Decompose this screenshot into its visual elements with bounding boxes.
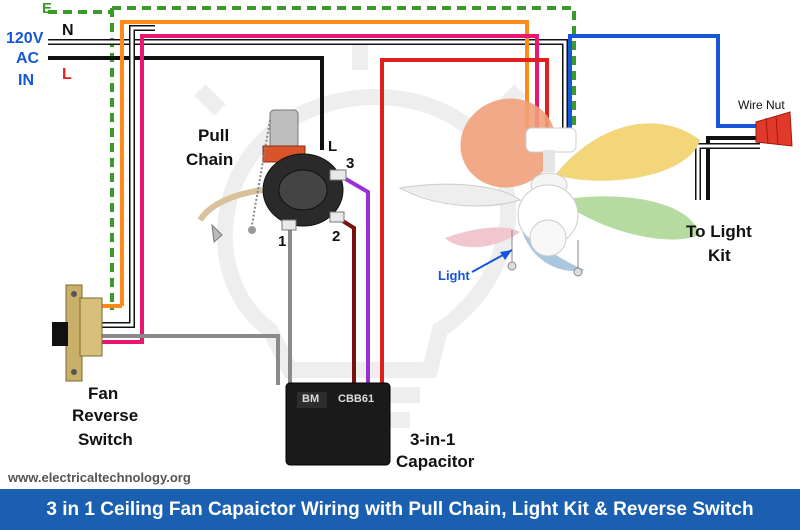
line-wire [48, 56, 324, 150]
earth-wire [48, 6, 576, 310]
capacitor-label-1: 3-in-1 [410, 430, 456, 449]
switch-neutral-wire [100, 26, 155, 327]
blue-wire [568, 34, 758, 128]
pull-chain-title-1: Pull [198, 126, 230, 145]
ceiling-fan [398, 98, 700, 277]
light-label: Light [438, 268, 470, 283]
reverse-switch [52, 284, 103, 382]
pink-wire [100, 34, 539, 344]
orange-wire [120, 20, 529, 306]
neutral-wire [48, 40, 567, 128]
wire-nut-label: Wire Nut [738, 98, 785, 112]
terminal-1-label: 1 [278, 233, 287, 250]
light-kit-label-2: Kit [708, 246, 731, 265]
brown-wire [336, 216, 356, 385]
footer-title: 3 in 1 Ceiling Fan Capaictor Wiring with… [0, 489, 800, 530]
gray-wire-switch [100, 334, 280, 385]
capacitor [285, 382, 391, 466]
terminal-l-label: L [328, 138, 338, 155]
ac-label: AC [16, 50, 40, 67]
earth-label: E [42, 0, 53, 17]
reverse-switch-label-3: Switch [78, 430, 133, 449]
light-kit-label-1: To Light [686, 222, 752, 241]
pull-chain-title-2: Chain [186, 150, 234, 169]
wire-nut [755, 111, 793, 147]
diagram-canvas [48, 6, 793, 466]
capacitor-label-2: Capacitor [396, 452, 475, 471]
light-kit-white-wire [696, 144, 760, 200]
red-wire [380, 58, 549, 385]
reverse-switch-label-1: Fan [88, 384, 119, 403]
capacitor-model: CBB61 [338, 393, 375, 405]
in-label: IN [18, 72, 34, 89]
terminal-3-label: 3 [346, 155, 355, 172]
switch-neutral-outline [100, 25, 155, 328]
pull-chain-switch [197, 109, 347, 244]
voltage-label: 120V [6, 30, 44, 47]
purple-wire [342, 176, 370, 385]
terminal-2-label: 2 [332, 228, 341, 245]
light-arrow-head [500, 250, 512, 260]
reverse-switch-label-2: Reverse [72, 406, 139, 425]
light-kit-black-wire [706, 136, 758, 200]
line-label: L [62, 66, 72, 83]
website-label: www.electricaltechnology.org [8, 470, 191, 485]
capacitor-brand: BM [302, 393, 320, 405]
neutral-label: N [62, 22, 74, 39]
